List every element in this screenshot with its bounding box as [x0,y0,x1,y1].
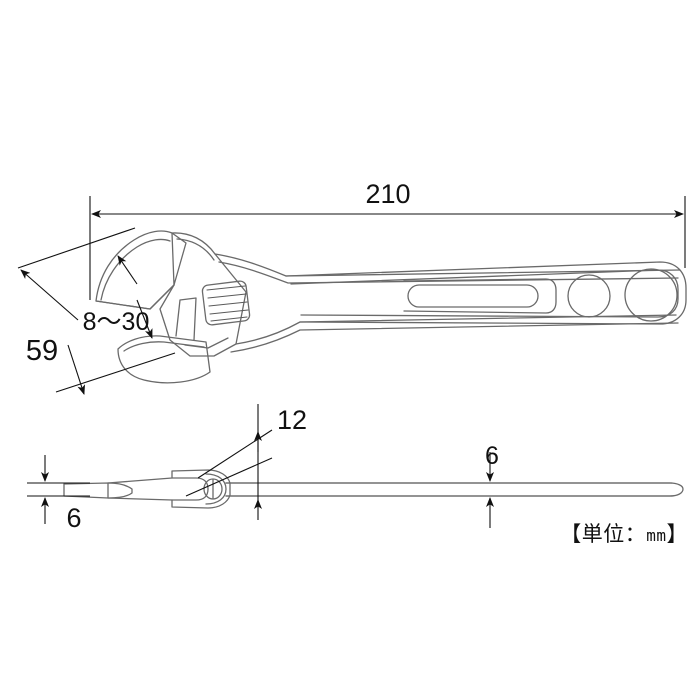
side-worm-gear [203,478,223,500]
unit-note-label: 単位： [581,522,647,546]
handle-hole-small [567,274,611,318]
dim-line-59-upper [20,269,79,321]
unit-note-unit: mm [646,526,667,545]
fixed-jaw-inner-edge [100,238,171,301]
dimension-labels: 210 59 8〜30 12 6 6 [26,179,499,533]
wrench-front-view [95,230,687,384]
handle-hole-large [624,268,678,322]
dimension-annotations [17,196,686,528]
shank-upper-edge-2 [218,261,679,284]
side-jaw-notch-lower [171,488,209,501]
worm-gear-knurls [206,285,249,322]
dim-line-59-lower [67,344,86,395]
unit-note-open-bracket: 【 [560,522,582,546]
dim-line-8-30-upper [117,255,138,285]
side-jaw-body [107,469,231,509]
fixed-jaw-tip [95,284,175,310]
side-handle-shaft [225,482,684,497]
unit-note-close-bracket: 】 [666,522,688,546]
handle-outline-inner [290,269,679,318]
worm-gear-housing [201,280,251,326]
leader-12-b [185,457,273,497]
dim-label-210: 210 [365,179,410,209]
shank-lower-edge-2 [230,322,679,353]
head-body-crease-upper [176,238,215,261]
dim-label-6-handle: 6 [485,442,499,470]
side-head-cap [205,473,227,505]
ext-line-59-top [17,227,136,269]
dim-label-jaw-capacity: 8〜30 [83,308,150,336]
dim-label-6-jaw: 6 [66,503,81,533]
shank-upper-edge [214,253,681,277]
handle-slot-rib [403,278,557,314]
movable-jaw-outline [117,335,211,384]
dim-line-8-30-lower [136,299,153,339]
unit-note: 【単位：mm】 [560,518,688,548]
movable-jaw-slide [175,297,197,341]
dim-label-12: 12 [277,405,307,435]
dim-label-59: 59 [26,335,58,367]
handle-outline [285,261,687,325]
handle-slot [407,284,539,308]
movable-jaw-inner [123,341,205,352]
side-jaw-notch-upper [171,477,209,490]
leader-12-a [197,429,273,479]
wrench-side-view [63,469,684,509]
ext-line-59-bottom [55,352,176,393]
